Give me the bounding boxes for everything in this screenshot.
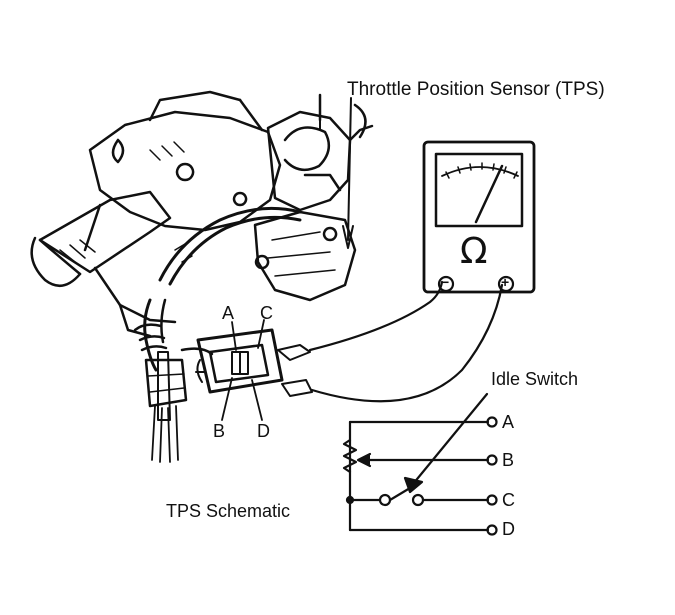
connector-letter-b: B <box>213 421 226 441</box>
positive-terminal-sign: + <box>501 274 510 290</box>
schematic-label: TPS Schematic <box>166 501 291 521</box>
throttle-body <box>30 90 282 338</box>
tps-schematic <box>342 392 498 536</box>
negative-terminal-sign: − <box>441 274 450 290</box>
connector-letter-d: D <box>257 421 270 441</box>
ohmmeter <box>422 140 536 294</box>
terminal-b-label: B <box>502 450 515 470</box>
terminal-d-label: D <box>502 519 515 539</box>
ohm-symbol: Ω <box>460 231 488 272</box>
idle-switch-label: Idle Switch <box>491 369 579 389</box>
terminal-c-label: C <box>502 490 515 510</box>
connector-letter-c: C <box>260 303 273 323</box>
wire-harness <box>133 298 214 463</box>
probe-leads <box>277 280 504 403</box>
terminal-a-dot <box>486 416 498 428</box>
terminal-d-dot <box>486 524 498 536</box>
tps-connector <box>195 319 284 421</box>
terminal-a-label: A <box>502 412 515 432</box>
terminal-c-dot <box>486 494 498 506</box>
tps-leader-lines <box>319 97 354 249</box>
tps-sensor <box>158 93 374 302</box>
terminal-b-dot <box>486 454 498 466</box>
tps-label: Throttle Position Sensor (TPS) <box>347 79 605 100</box>
connector-letter-a: A <box>222 303 235 323</box>
